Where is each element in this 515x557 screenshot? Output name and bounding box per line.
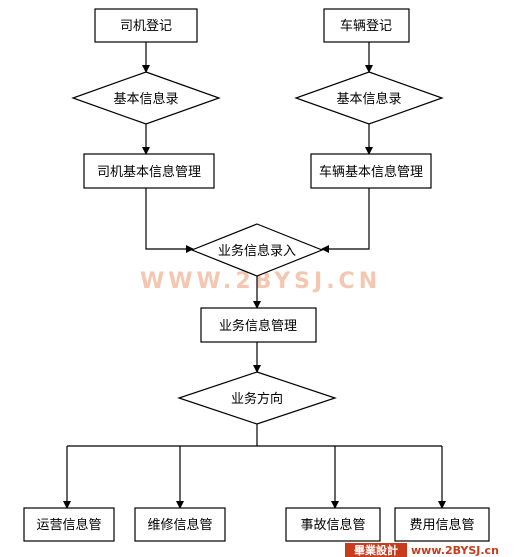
node-label: 基本信息录 xyxy=(113,91,178,107)
node-repair-mgmt: 维修信息管 xyxy=(134,507,226,542)
node-label: 车辆登记 xyxy=(340,18,392,34)
logo-url: www.2BYSJ.cn xyxy=(411,544,499,557)
node-vehicle-register: 车辆登记 xyxy=(323,8,410,43)
node-label: 事故信息管 xyxy=(300,517,365,533)
node-ops-mgmt: 运营信息管 xyxy=(23,507,115,542)
node-driver-register: 司机登记 xyxy=(94,8,198,43)
logo-badge xyxy=(345,543,407,557)
logo-brand: 畢業設計 xyxy=(354,543,398,557)
edges xyxy=(63,42,446,509)
node-label: 运营信息管 xyxy=(36,517,101,533)
node-label: 司机基本信息管理 xyxy=(97,164,201,180)
node-cost-mgmt: 费用信息管 xyxy=(394,507,490,542)
node-accident-mgmt: 事故信息管 xyxy=(285,507,381,542)
node-basic-info-right: 基本信息录 xyxy=(294,71,444,125)
node-label: 业务信息管理 xyxy=(219,318,297,334)
node-driver-basic-mgmt: 司机基本信息管理 xyxy=(83,153,215,189)
node-label: 维修信息管 xyxy=(147,517,212,533)
edge-vehicle-mgmt-to-entry xyxy=(321,188,370,253)
node-label: 费用信息管 xyxy=(409,517,474,533)
node-label: 业务信息录入 xyxy=(218,243,296,259)
node-label: 车辆基本信息管理 xyxy=(319,164,423,180)
node-business-mgmt: 业务信息管理 xyxy=(200,307,317,343)
node-label: 司机登记 xyxy=(120,19,172,34)
node-label: 业务方向 xyxy=(231,391,283,407)
node-vehicle-basic-mgmt: 车辆基本信息管理 xyxy=(310,153,432,189)
edge-driver-mgmt-to-entry xyxy=(145,188,194,253)
site-logo: 畢業設計 www.2BYSJ.cn xyxy=(345,543,499,557)
node-business-entry: 业务信息录入 xyxy=(190,223,324,277)
node-label: 基本信息录 xyxy=(336,91,401,107)
node-business-direction: 业务方向 xyxy=(177,371,337,425)
node-basic-info-left: 基本信息录 xyxy=(71,71,221,125)
